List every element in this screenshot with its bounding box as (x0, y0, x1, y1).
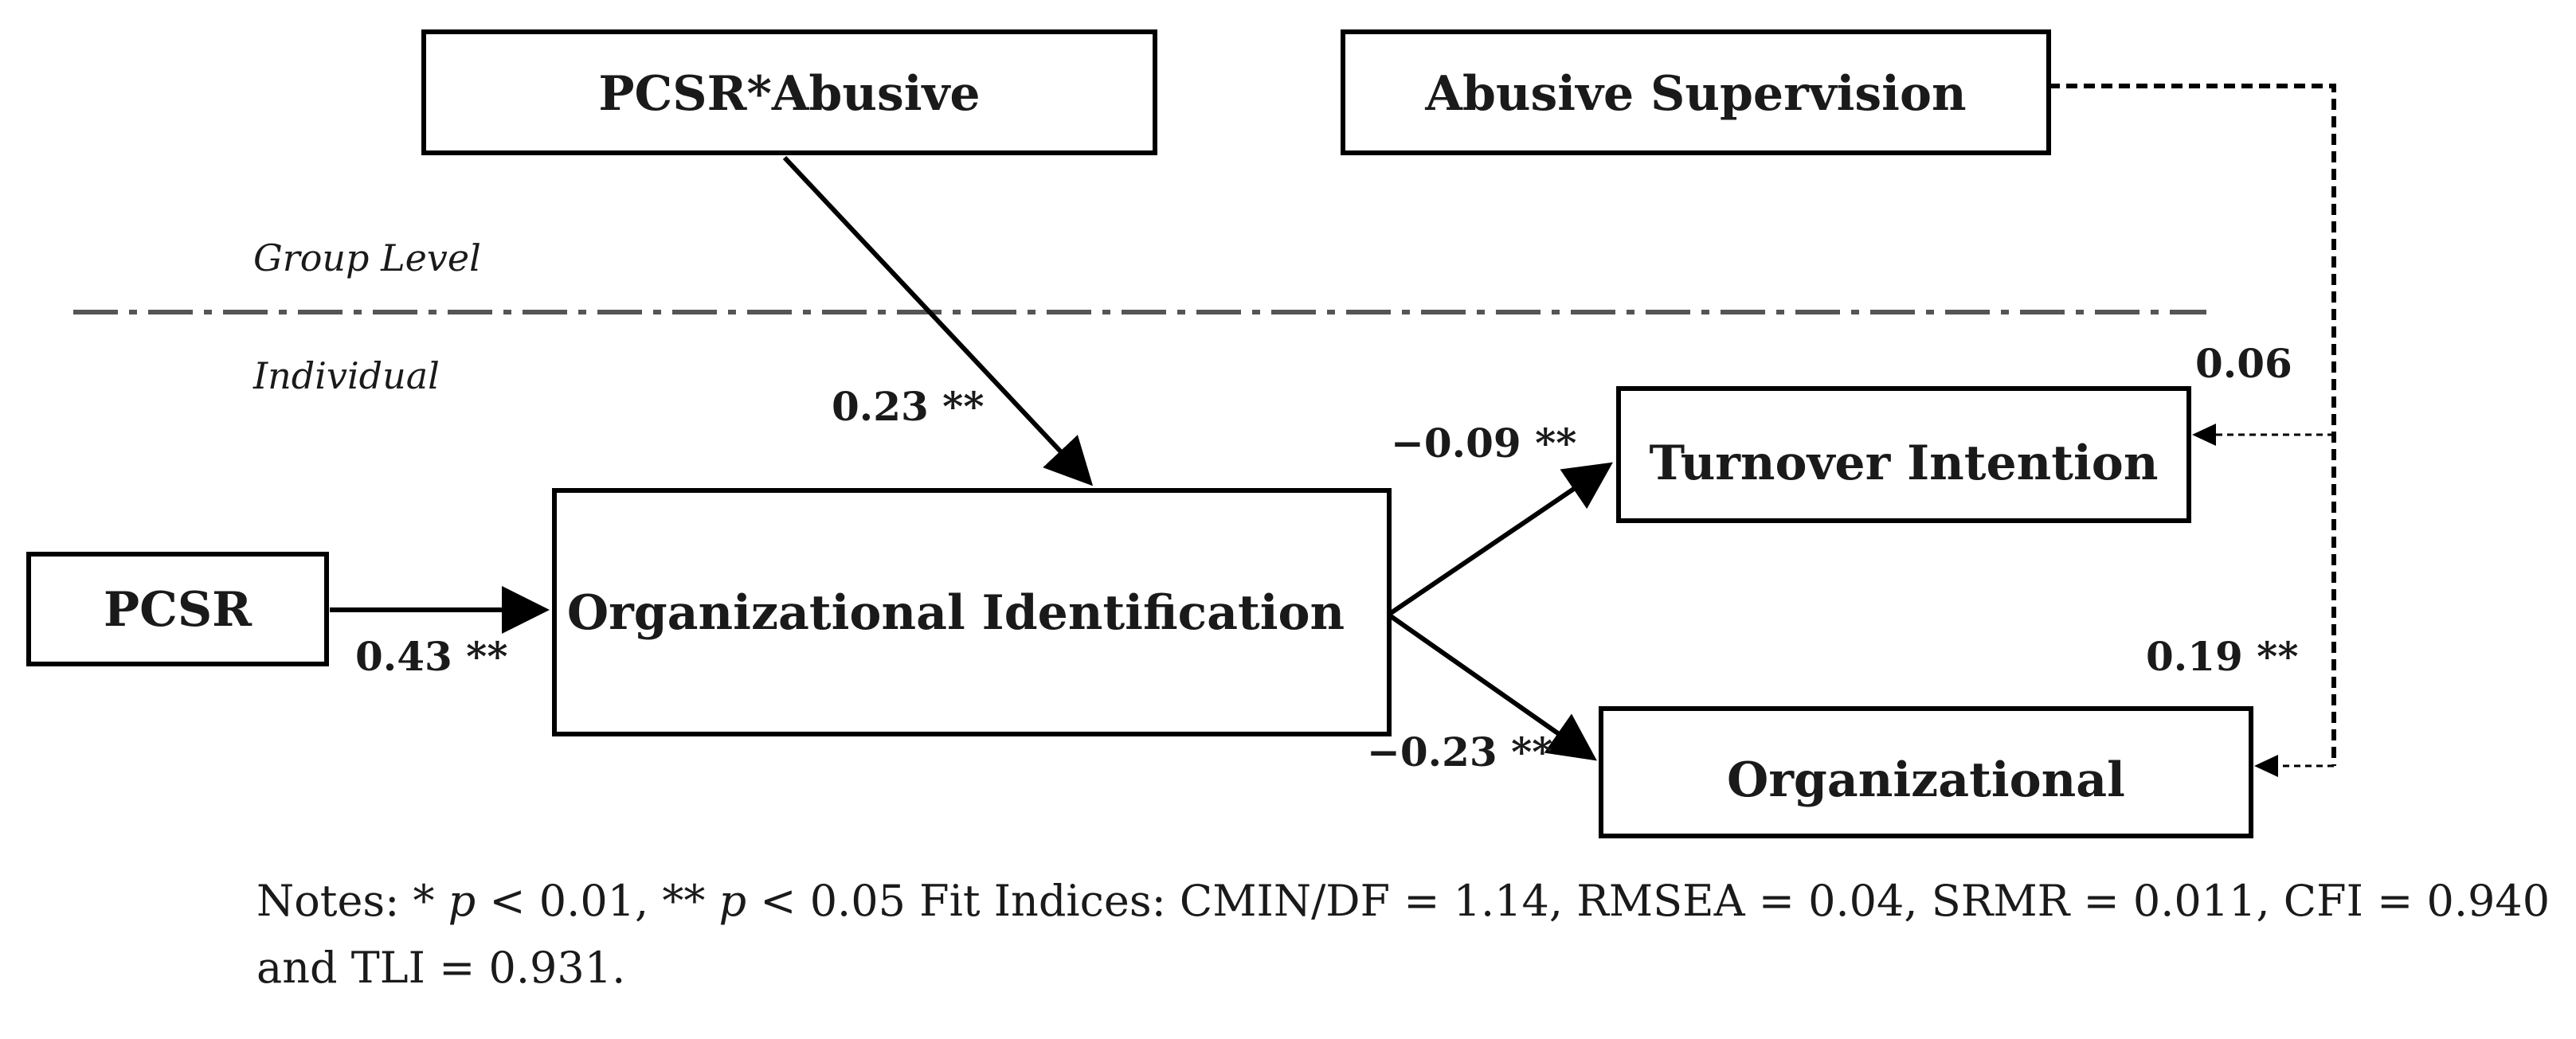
notes: Notes: * p < 0.01, ** p < 0.05 Fit Indic… (256, 868, 2566, 1002)
box-organizational-label: Organizational (1727, 752, 2125, 808)
path-oi-to-organizational (1389, 614, 1597, 761)
coef-oi-to-organizational: −0.23 ** (1367, 728, 1552, 775)
coef-abusive-to-turnover: 0.06 (2195, 340, 2292, 387)
coef-abusive-to-organizational: 0.19 ** (2146, 633, 2298, 680)
box-pcsr-label: PCSR (104, 582, 253, 638)
box-organizational-identification: Organizational Identification (552, 488, 1392, 736)
individual-level-label: Individual (253, 354, 440, 397)
box-pcsr-abusive: PCSR*Abusive (421, 29, 1157, 155)
notes-p-symbol-1: p (448, 876, 476, 926)
arrowhead-turnover (2192, 424, 2216, 446)
coef-pcsr-to-oi: 0.43 ** (355, 633, 507, 680)
box-pcsr-abusive-label: PCSR*Abusive (598, 66, 980, 122)
coef-interaction-to-oi: 0.23 ** (832, 383, 984, 430)
group-level-label: Group Level (253, 236, 481, 279)
notes-fit-indices: < 0.05 Fit Indices: CMIN/DF = 1.14, RMSE… (746, 876, 2551, 926)
path-oi-to-turnover (1389, 462, 1613, 615)
box-organizational: Organizational (1599, 706, 2253, 838)
path-abusive-dashed-trunk (2049, 84, 2336, 766)
box-organizational-identification-label: Organizational Identification (567, 585, 1345, 641)
notes-line-2: and TLI = 0.931. (256, 943, 626, 993)
notes-significance-1: < 0.01, ** (476, 876, 719, 926)
notes-prefix: Notes: * (256, 876, 448, 926)
notes-line-1: Notes: * p < 0.01, ** p < 0.05 Fit Indic… (256, 868, 2566, 935)
box-turnover-intention: Turnover Intention (1616, 386, 2191, 523)
box-abusive-supervision-label: Abusive Supervision (1424, 66, 1966, 122)
arrowhead-organizational (2254, 755, 2278, 777)
box-abusive-supervision: Abusive Supervision (1341, 29, 2051, 155)
path-interaction-to-oi (782, 155, 1094, 486)
coef-oi-to-turnover: −0.09 ** (1391, 420, 1576, 467)
box-turnover-intention-label: Turnover Intention (1650, 436, 2159, 491)
box-pcsr: PCSR (26, 552, 329, 666)
notes-p-symbol-2: p (718, 876, 747, 926)
